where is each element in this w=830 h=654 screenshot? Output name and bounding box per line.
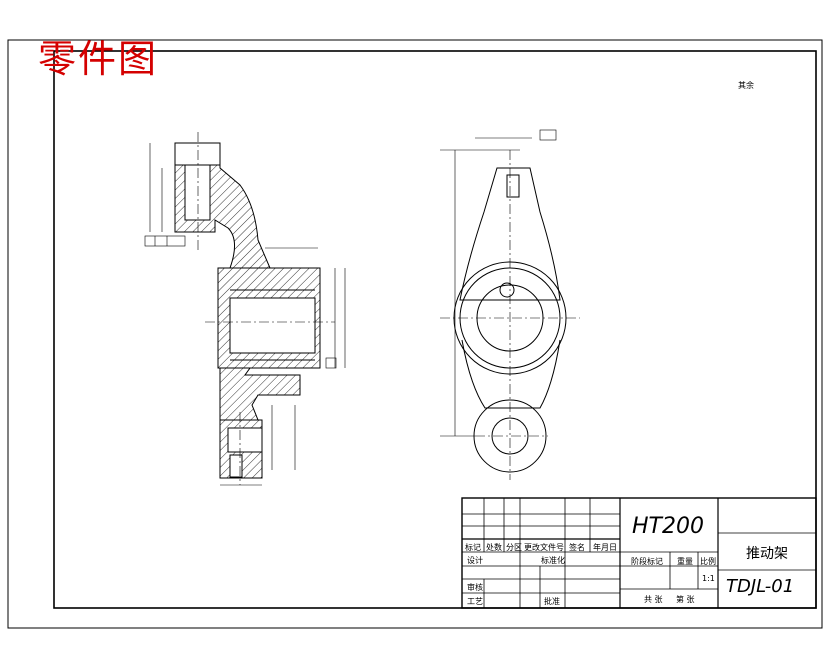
drawing-number: TDJL-01 [726, 576, 795, 597]
tb-process: 工艺 [467, 597, 483, 606]
tb-scale: 比例 [700, 557, 716, 566]
tb-change-doc: 更改文件号 [524, 543, 564, 552]
roughness-note: 其余 [738, 81, 754, 90]
drawing-stamp: 零件图 [38, 37, 159, 81]
tb-mark: 标记 [465, 543, 481, 552]
section-view [144, 132, 346, 486]
tb-zone: 分区 [506, 543, 522, 552]
material-label: HT200 [632, 514, 704, 539]
tb-review: 审核 [467, 583, 483, 592]
front-view [440, 129, 580, 480]
scale-value: 1:1 [702, 574, 715, 583]
tb-weight: 重量 [677, 557, 693, 566]
title-block-grid [461, 497, 817, 609]
inner-frame [53, 50, 817, 609]
tb-stage-mark: 阶段标记 [631, 557, 663, 566]
part-name: 推动架 [746, 546, 788, 562]
tb-sheets-total: 共 张 [644, 595, 663, 604]
tb-count: 处数 [486, 543, 502, 552]
tb-date: 年月日 [593, 543, 617, 552]
tb-signature: 签名 [569, 543, 585, 552]
outer-frame [7, 39, 823, 629]
tb-design: 设计 [467, 556, 483, 565]
tb-sheet-no: 第 张 [676, 595, 695, 604]
tb-standardize: 标准化 [541, 556, 565, 565]
tb-approve: 批准 [544, 597, 560, 606]
